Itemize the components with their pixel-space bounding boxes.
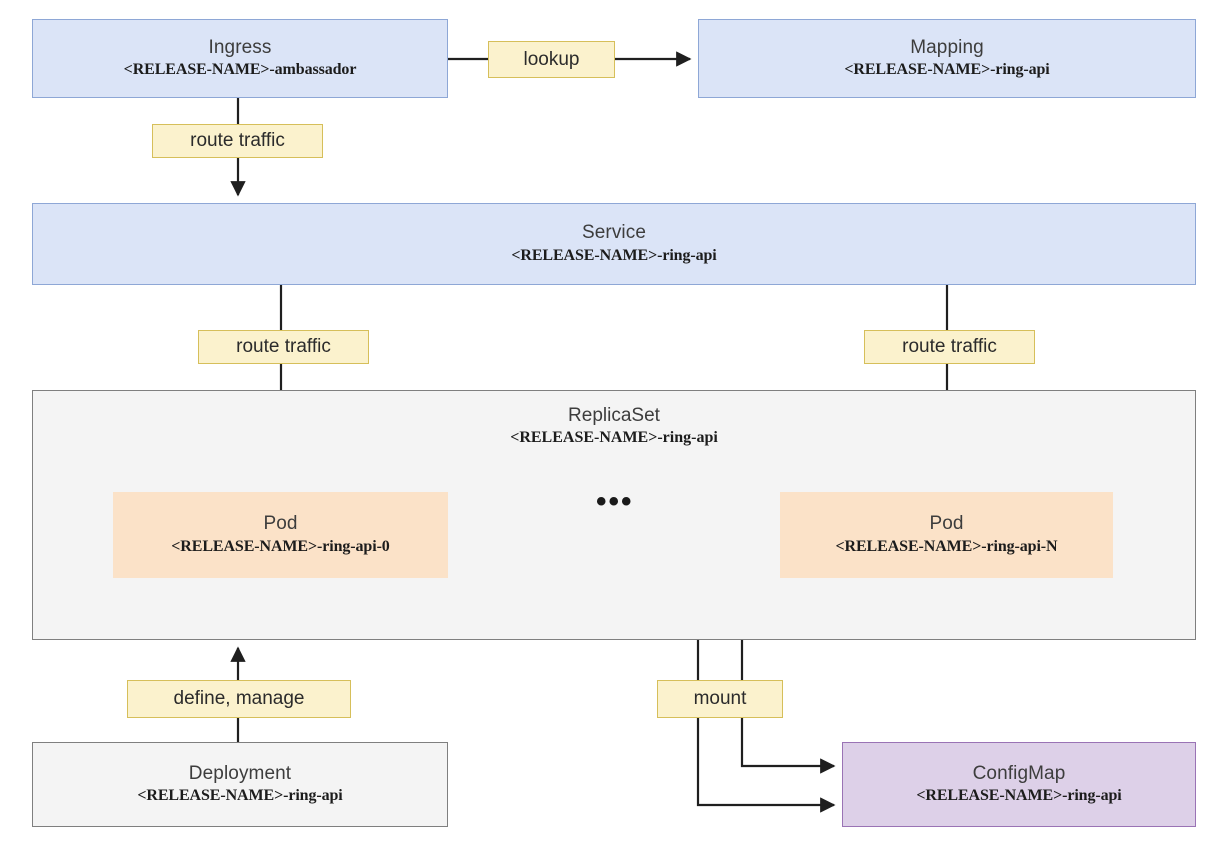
- replicaset-name: <RELEASE-NAME>-ring-api: [510, 429, 718, 447]
- edge-label-mount[interactable]: mount: [657, 680, 783, 718]
- deployment-kind: Deployment: [188, 762, 292, 784]
- node-pod-last[interactable]: Pod <RELEASE-NAME>-ring-api-N: [780, 492, 1113, 578]
- edge-label-route-traffic-ingress[interactable]: route traffic: [152, 124, 323, 158]
- edge-label-route-traffic-left[interactable]: route traffic: [198, 330, 369, 364]
- edge-label-route-traffic-right[interactable]: route traffic: [864, 330, 1035, 364]
- configmap-name: <RELEASE-NAME>-ring-api: [916, 787, 1122, 805]
- configmap-kind: ConfigMap: [972, 762, 1066, 784]
- node-deployment[interactable]: Deployment <RELEASE-NAME>-ring-api: [32, 742, 448, 827]
- node-pod-first[interactable]: Pod <RELEASE-NAME>-ring-api-0: [113, 492, 448, 578]
- deployment-name: <RELEASE-NAME>-ring-api: [137, 787, 343, 805]
- pod-first-kind: Pod: [263, 513, 298, 535]
- service-kind: Service: [581, 222, 647, 244]
- replicaset-kind: ReplicaSet: [568, 405, 660, 426]
- node-ingress[interactable]: Ingress <RELEASE-NAME>-ambassador: [32, 19, 448, 98]
- node-mapping[interactable]: Mapping <RELEASE-NAME>-ring-api: [698, 19, 1196, 98]
- pod-ellipsis: •••: [596, 485, 634, 518]
- ingress-kind: Ingress: [208, 36, 272, 58]
- replicaset-group-label: ReplicaSet <RELEASE-NAME>-ring-api: [33, 405, 1195, 448]
- service-name: <RELEASE-NAME>-ring-api: [511, 246, 717, 264]
- edge-label-define-manage[interactable]: define, manage: [127, 680, 351, 718]
- node-service[interactable]: Service <RELEASE-NAME>-ring-api: [32, 203, 1196, 285]
- ingress-name: <RELEASE-NAME>-ambassador: [123, 61, 357, 79]
- edge-label-lookup[interactable]: lookup: [488, 41, 615, 78]
- node-configmap[interactable]: ConfigMap <RELEASE-NAME>-ring-api: [842, 742, 1196, 827]
- pod-last-kind: Pod: [929, 513, 964, 535]
- pod-first-name: <RELEASE-NAME>-ring-api-0: [171, 537, 390, 555]
- mapping-name: <RELEASE-NAME>-ring-api: [844, 61, 1050, 79]
- pod-last-name: <RELEASE-NAME>-ring-api-N: [835, 537, 1058, 555]
- mapping-kind: Mapping: [910, 36, 984, 58]
